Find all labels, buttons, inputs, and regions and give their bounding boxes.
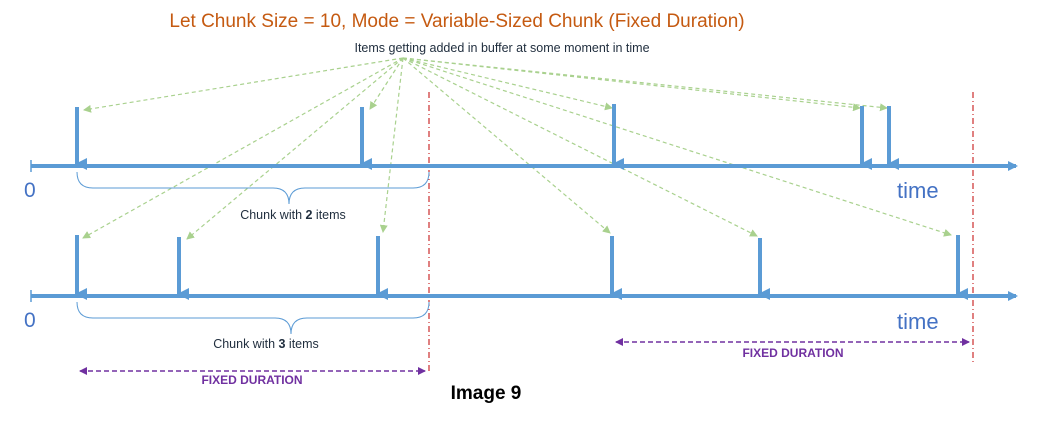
- buffer-arrow: [402, 57, 952, 237]
- timeline-1: 0 time Chunk with 2 items: [24, 104, 1018, 222]
- origin-label: 0: [24, 309, 36, 332]
- chunk-brace: [76, 171, 430, 205]
- origin-label: 0: [24, 179, 36, 202]
- image-caption: Image 9: [451, 383, 522, 404]
- diagram-subtitle: Items getting added in buffer at some mo…: [354, 41, 649, 55]
- timeline-2: 0 time Chunk with 3 items: [24, 235, 1018, 351]
- duration-label: FIXED DURATION: [742, 346, 843, 360]
- buffer-arrow: [379, 57, 404, 233]
- chunk-boundaries: [428, 92, 974, 372]
- item-arrows: [75, 235, 968, 300]
- buffer-arrow: [402, 57, 861, 112]
- buffer-arrow: [186, 57, 404, 240]
- item-arrows: [75, 104, 899, 170]
- chunk-brace: [76, 301, 430, 335]
- chunk-label: Chunk with 3 items: [213, 337, 319, 351]
- buffer-arrow: [402, 57, 888, 112]
- buffer-arrows: [82, 57, 952, 240]
- buffer-arrow: [402, 57, 613, 111]
- axis-label: time: [897, 178, 939, 203]
- duration-marker-1: FIXED DURATION: [79, 367, 426, 387]
- buffer-arrow: [82, 57, 404, 239]
- buffer-arrow: [402, 57, 758, 237]
- diagram-title: Let Chunk Size = 10, Mode = Variable-Siz…: [169, 11, 744, 32]
- chunk-label: Chunk with 2 items: [240, 208, 346, 222]
- buffer-arrow: [369, 57, 404, 110]
- duration-label: FIXED DURATION: [201, 373, 302, 387]
- axis-label: time: [897, 309, 939, 334]
- buffer-arrow: [402, 57, 611, 234]
- duration-marker-2: FIXED DURATION: [615, 338, 970, 360]
- buffer-arrow: [83, 57, 404, 113]
